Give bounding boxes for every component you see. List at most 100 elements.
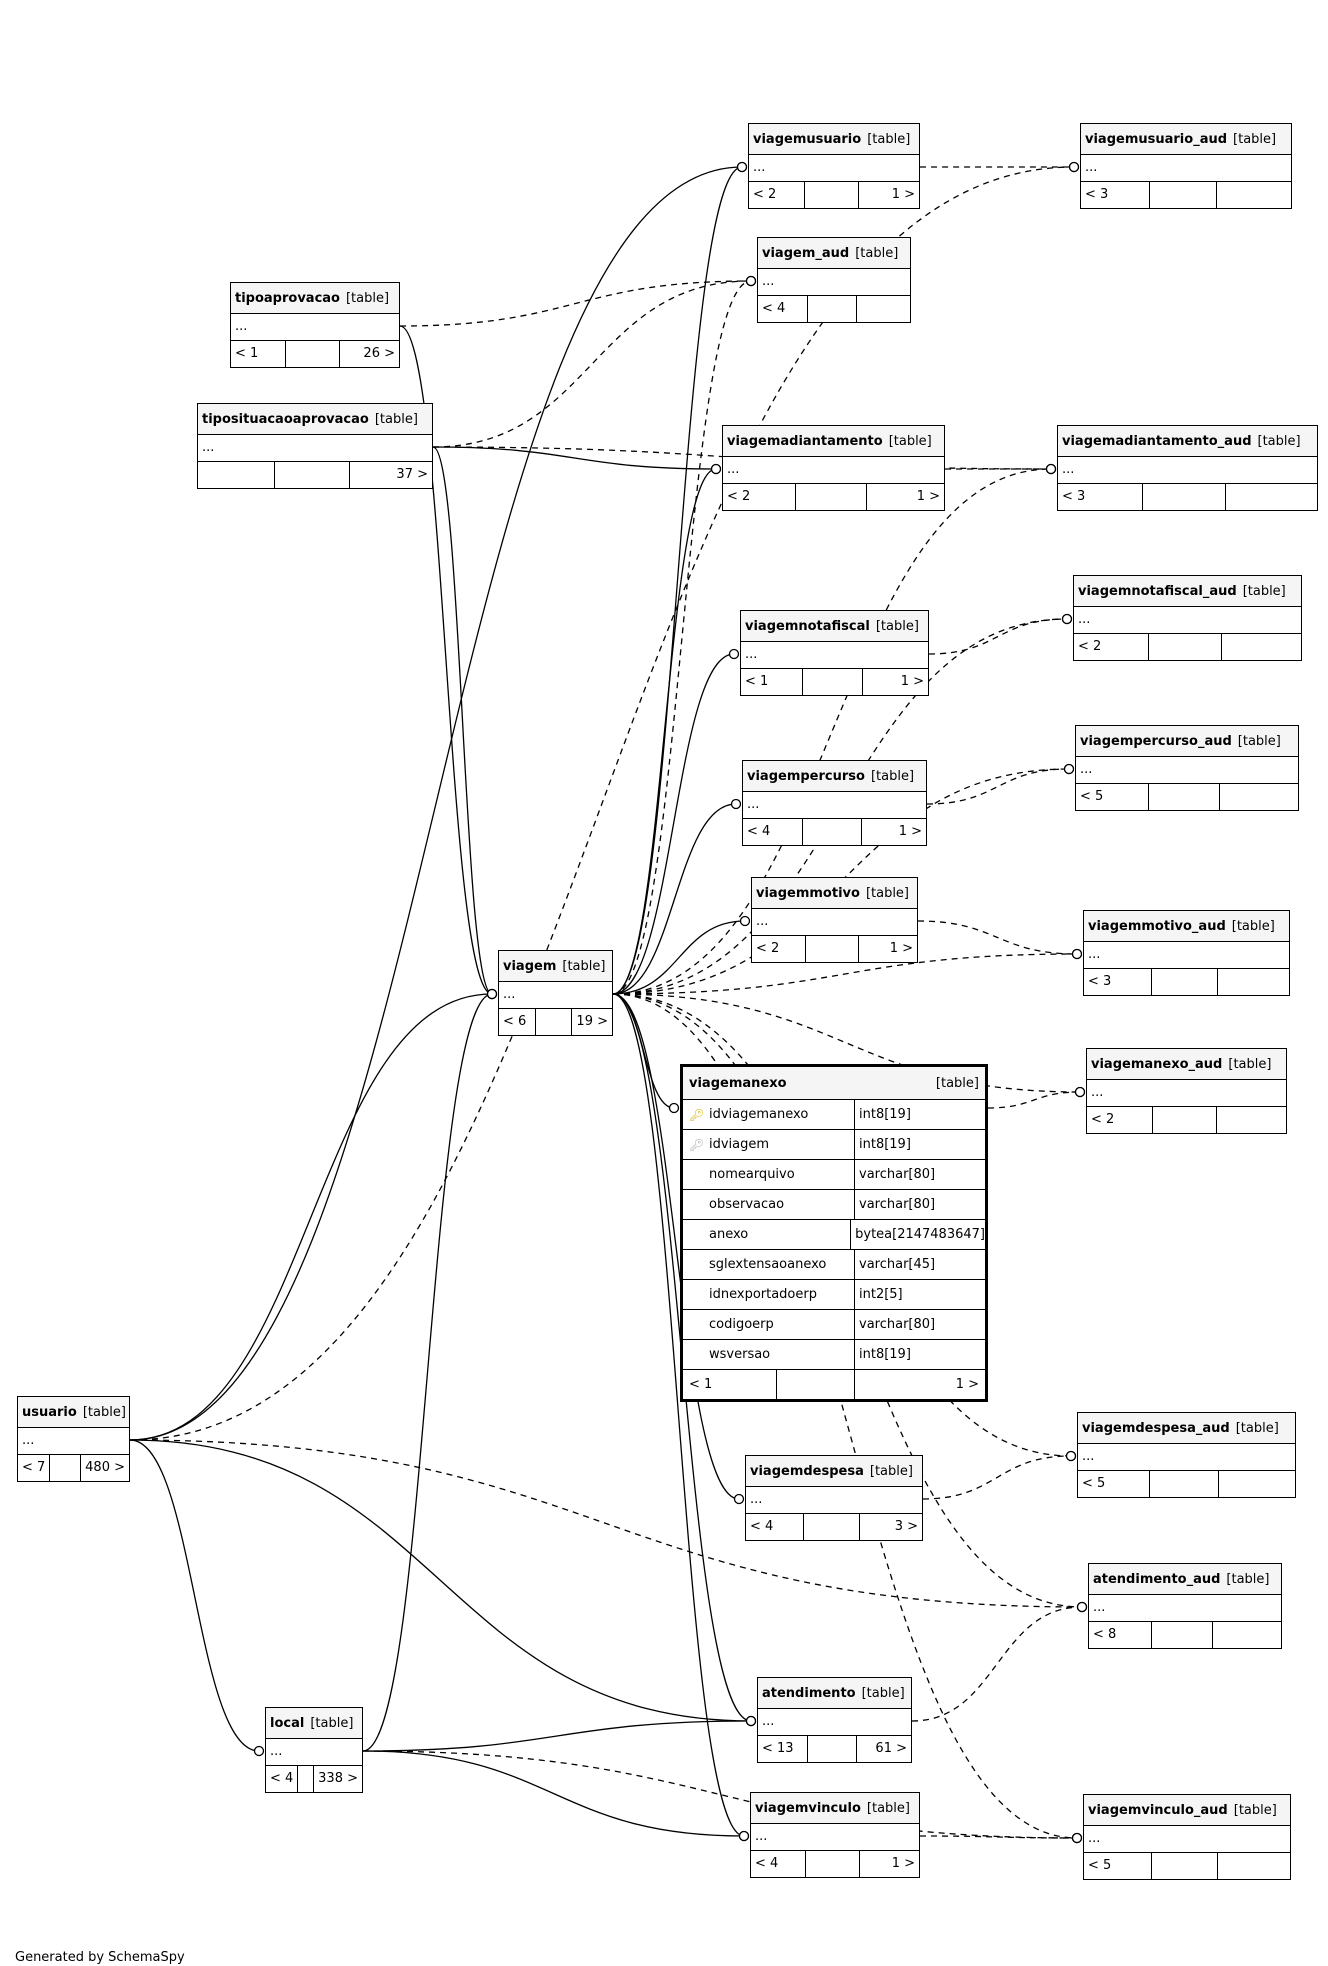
count-parents[interactable]: < 2 [752, 936, 806, 962]
count-children[interactable]: 1 > [891, 1856, 915, 1871]
count-children[interactable] [857, 296, 910, 322]
table-columns-collapsed[interactable]: ... [1084, 942, 1289, 969]
count-children[interactable] [1222, 634, 1301, 660]
count-children[interactable]: 338 > [318, 1771, 358, 1786]
focus-count-parents[interactable]: < 1 [683, 1370, 777, 1399]
count-children[interactable]: 1 > [916, 489, 940, 504]
table-viagemadiantamento_aud[interactable]: viagemadiantamento_aud[table]...< 3 [1057, 425, 1318, 511]
count-parents[interactable]: < 3 [1081, 182, 1150, 208]
table-columns-collapsed[interactable]: ... [1089, 1595, 1281, 1622]
table-columns-collapsed[interactable]: ... [746, 1487, 922, 1514]
count-children[interactable] [1220, 784, 1298, 810]
table-columns-collapsed[interactable]: ... [1058, 457, 1317, 484]
table-atendimento_aud[interactable]: atendimento_aud[table]...< 8 [1088, 1563, 1282, 1649]
count-parents[interactable]: < 3 [1058, 484, 1143, 510]
table-tiposituacaoaprovacao[interactable]: tiposituacaoaprovacao[table]...37 > [197, 403, 433, 489]
table-columns-collapsed[interactable]: ... [749, 155, 919, 182]
count-parents[interactable]: < 1 [231, 341, 286, 367]
table-viagemnotafiscal_aud[interactable]: viagemnotafiscal_aud[table]...< 2 [1073, 575, 1302, 661]
table-columns-collapsed[interactable]: ... [266, 1739, 362, 1766]
table-viagemanexo_aud[interactable]: viagemanexo_aud[table]...< 2 [1086, 1048, 1287, 1134]
count-parents[interactable]: < 5 [1076, 784, 1149, 810]
table-columns-collapsed[interactable]: ... [198, 435, 432, 462]
count-parents[interactable]: < 2 [1087, 1107, 1153, 1133]
table-columns-collapsed[interactable]: ... [18, 1428, 129, 1455]
table-columns-collapsed[interactable]: ... [758, 269, 910, 296]
table-columns-collapsed[interactable]: ... [1084, 1826, 1290, 1853]
count-children[interactable] [1217, 182, 1291, 208]
count-parents[interactable]: < 3 [1084, 969, 1152, 995]
count-children[interactable] [1219, 1471, 1295, 1497]
table-columns-collapsed[interactable]: ... [752, 909, 917, 936]
count-parents[interactable]: < 8 [1089, 1622, 1152, 1648]
focus-count-children[interactable]: 1 > [955, 1377, 979, 1392]
count-children[interactable]: 480 > [85, 1460, 125, 1475]
count-parents[interactable]: < 13 [758, 1736, 808, 1762]
table-columns-collapsed[interactable]: ... [1076, 757, 1298, 784]
count-parents[interactable]: < 4 [751, 1851, 806, 1877]
count-parents[interactable]: < 4 [266, 1766, 298, 1792]
table-viagemvinculo_aud[interactable]: viagemvinculo_aud[table]...< 5 [1083, 1794, 1291, 1880]
count-parents[interactable]: < 2 [749, 182, 805, 208]
table-viagempercurso_aud[interactable]: viagempercurso_aud[table]...< 5 [1075, 725, 1299, 811]
table-viagemmotivo_aud[interactable]: viagemmotivo_aud[table]...< 3 [1083, 910, 1290, 996]
count-parents[interactable]: < 6 [499, 1009, 536, 1035]
table-columns-collapsed[interactable]: ... [758, 1709, 911, 1736]
count-children[interactable] [1226, 484, 1317, 510]
table-columns-collapsed[interactable]: ... [723, 457, 944, 484]
count-children[interactable]: 1 > [900, 674, 924, 689]
count-children[interactable]: 1 > [891, 187, 915, 202]
count-children[interactable]: 19 > [576, 1014, 608, 1029]
table-columns-collapsed[interactable]: ... [751, 1824, 919, 1851]
count-parents[interactable]: < 1 [741, 669, 803, 695]
table-columns-collapsed[interactable]: ... [499, 982, 612, 1009]
table-columns-collapsed[interactable]: ... [1081, 155, 1291, 182]
table-columns-collapsed[interactable]: ... [231, 314, 399, 341]
count-parents[interactable]: < 4 [743, 819, 803, 845]
count-children[interactable]: 3 > [894, 1519, 918, 1534]
count-children[interactable] [1217, 1107, 1286, 1133]
table-viagem_aud[interactable]: viagem_aud[table]...< 4 [757, 237, 911, 323]
count-parents[interactable]: < 7 [18, 1455, 51, 1481]
count-parents[interactable]: < 4 [758, 296, 808, 322]
count-children[interactable] [1218, 1853, 1290, 1879]
count-parents[interactable]: < 4 [746, 1514, 804, 1540]
table-columns-collapsed[interactable]: ... [1074, 607, 1301, 634]
count-parents[interactable]: < 5 [1078, 1471, 1150, 1497]
count-children[interactable] [1218, 969, 1289, 995]
table-columns-collapsed[interactable]: ... [1078, 1444, 1295, 1471]
count-parents[interactable]: < 2 [1074, 634, 1149, 660]
count-parents[interactable] [198, 462, 275, 488]
count-children[interactable]: 26 > [363, 346, 395, 361]
count-children[interactable]: 1 > [889, 941, 913, 956]
table-columns-collapsed[interactable]: ... [741, 642, 928, 669]
count-children[interactable]: 1 > [898, 824, 922, 839]
table-columns-collapsed[interactable]: ... [743, 792, 926, 819]
table-viagemusuario_aud[interactable]: viagemusuario_aud[table]...< 3 [1080, 123, 1292, 209]
count-children[interactable]: 61 > [875, 1741, 907, 1756]
count-parents[interactable]: < 2 [723, 484, 796, 510]
count-children[interactable]: 37 > [396, 467, 428, 482]
